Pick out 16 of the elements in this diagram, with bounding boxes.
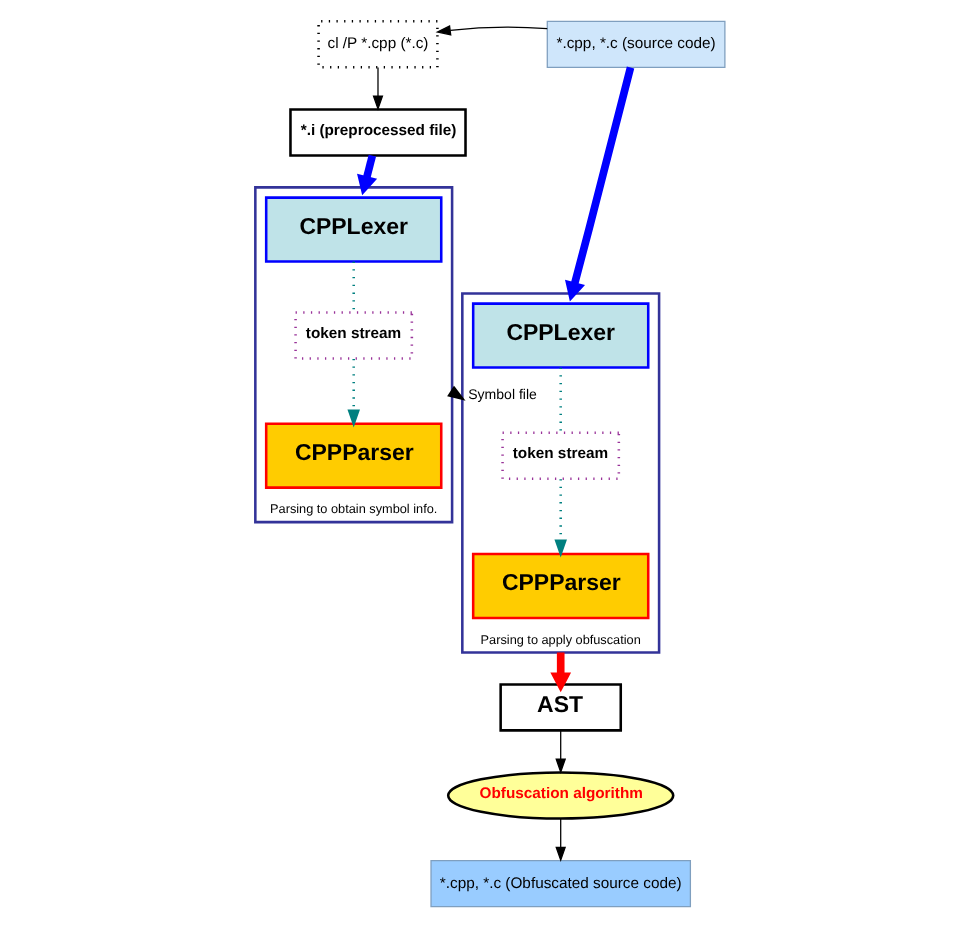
node-box: CPPLexer bbox=[471, 302, 650, 369]
arrow bbox=[372, 66, 384, 111]
arrow bbox=[435, 24, 548, 36]
arrow bbox=[347, 358, 360, 428]
arrow bbox=[565, 66, 635, 302]
arrow bbox=[357, 154, 378, 196]
arrow bbox=[554, 479, 567, 558]
connector bbox=[352, 261, 355, 313]
node-box: CPPParser bbox=[264, 422, 443, 489]
node-box: CPPLexer bbox=[264, 196, 443, 263]
arrow bbox=[550, 652, 572, 693]
connector bbox=[559, 367, 562, 433]
arrow bbox=[555, 818, 567, 863]
node-box: CPPParser bbox=[471, 552, 650, 620]
arrow bbox=[555, 730, 567, 774]
node-box: AST bbox=[499, 683, 623, 732]
